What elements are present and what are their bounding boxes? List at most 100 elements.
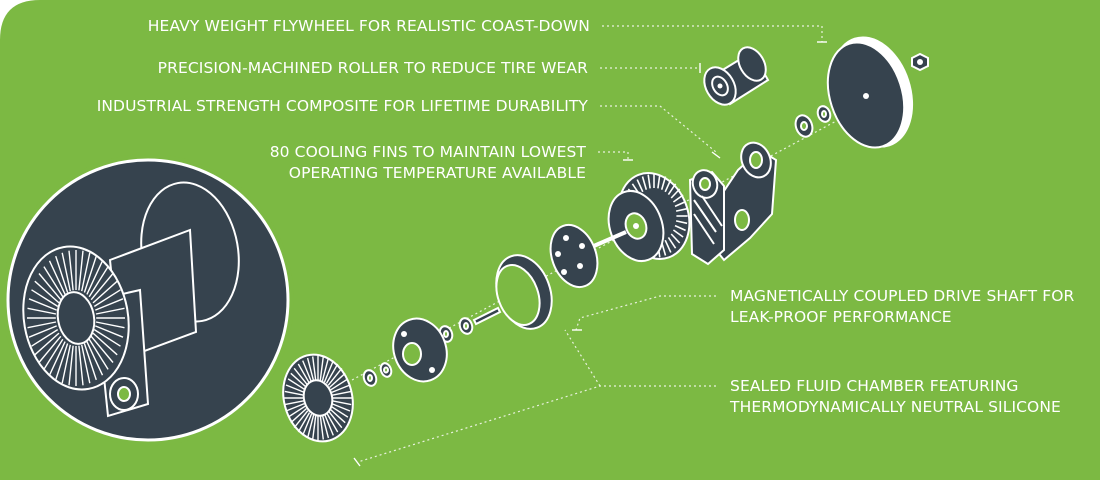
fin-stroke [92, 332, 118, 356]
fin-stroke [297, 412, 311, 433]
cooling-fin-housing [579, 172, 691, 262]
fin-stroke [329, 372, 346, 388]
fin-stroke [331, 402, 351, 412]
fin-stroke [48, 260, 66, 295]
fin-stroke [327, 410, 343, 429]
fin-stroke [81, 252, 91, 292]
frame-bracket [688, 141, 778, 266]
fin-stroke [330, 405, 349, 418]
fin-stroke [290, 372, 307, 388]
fin-stroke [68, 345, 74, 386]
leader-drive-shaft [575, 295, 716, 331]
callout-composite-line-1: INDUSTRIAL STRENGTH COMPOSITE FOR LIFETI… [96, 97, 588, 115]
fin-stroke [95, 298, 124, 311]
washers-upper [794, 105, 832, 138]
fin-stroke [78, 250, 84, 291]
callout-fluid-chamber-line-2: THERMODYNAMICALLY NEUTRAL SILICONE [730, 398, 1061, 416]
callout-drive-shaft: MAGNETICALLY COUPLED DRIVE SHAFT FOR LEA… [730, 286, 1074, 328]
fin-stroke [674, 200, 686, 208]
fin-stroke [332, 400, 352, 406]
fin-stroke [284, 400, 304, 406]
fin-stroke [321, 414, 330, 439]
fin-stroke [329, 408, 346, 424]
fin-stroke [667, 236, 677, 249]
fin-stroke [38, 273, 62, 301]
fin-stroke [86, 260, 104, 295]
flywheel [826, 36, 929, 149]
fin-stroke [306, 414, 315, 439]
rear-cap [392, 317, 448, 383]
fin-stroke [55, 255, 69, 293]
fin-stroke [34, 332, 60, 356]
leader-cooling-fins [598, 151, 629, 160]
callout-cooling-fins-line-1: 80 COOLING FINS TO MAINTAIN LOWEST [269, 143, 586, 161]
fin-stroke [675, 207, 688, 212]
fin-stroke [95, 325, 124, 338]
fin-stroke [48, 341, 66, 376]
fin-stroke [78, 345, 84, 386]
fin-stroke [664, 179, 672, 193]
fin-stroke [287, 405, 306, 418]
roller [703, 46, 770, 106]
fin-stroke [670, 233, 681, 244]
fin-stroke [83, 255, 97, 293]
fin-stroke [68, 250, 74, 291]
callout-fluid-chamber: SEALED FLUID CHAMBER FEATURING THERMODYN… [730, 376, 1061, 418]
fin-stroke [90, 273, 114, 301]
callout-roller-line-1: PRECISION-MACHINED ROLLER TO REDUCE TIRE… [157, 59, 588, 77]
fin-stroke [319, 415, 324, 440]
fin-stroke [285, 402, 305, 412]
fin-stroke [61, 344, 71, 384]
fin-stroke [331, 384, 351, 394]
fin-stroke [95, 321, 125, 329]
fin-stroke [325, 412, 339, 433]
callout-cooling-fins-line-2: OPERATING TEMPERATURE AVAILABLE [288, 164, 586, 182]
fin-stroke [38, 335, 62, 363]
fin-stroke [321, 357, 330, 382]
fin-stroke [27, 321, 57, 329]
fin-stroke [312, 415, 317, 440]
fin-stroke [302, 360, 313, 383]
fin-stroke [88, 338, 109, 370]
callout-composite: INDUSTRIAL STRENGTH COMPOSITE FOR LIFETI… [97, 96, 588, 117]
fin-stroke [287, 378, 306, 391]
fin-stroke [319, 356, 324, 381]
fin-stroke [88, 266, 109, 298]
leader-ticks [353, 41, 827, 467]
fin-stroke [93, 329, 121, 347]
fin-stroke [302, 413, 313, 436]
callout-flywheel-line-1: HEAVY WEIGHT FLYWHEEL FOR REALISTIC COAS… [147, 17, 590, 35]
fin-stroke [83, 343, 97, 381]
fin-stroke [81, 344, 91, 384]
fin-stroke [31, 329, 59, 347]
fin-stroke [27, 307, 57, 315]
leader-flywheel [602, 25, 823, 42]
fin-stroke [660, 176, 667, 190]
callout-flywheel: HEAVY WEIGHT FLYWHEEL FOR REALISTIC COAS… [148, 16, 590, 37]
assembled-unit [2, 154, 294, 446]
fin-stroke [657, 174, 661, 189]
callout-drive-shaft-line-1: MAGNETICALLY COUPLED DRIVE SHAFT FOR [730, 287, 1075, 305]
fin-stroke [672, 229, 684, 238]
fin-stroke [285, 384, 305, 394]
fin-stroke [330, 378, 349, 391]
fin-stroke [312, 356, 317, 381]
fin-stroke [667, 183, 677, 196]
fin-stroke [297, 363, 311, 384]
fin-stroke [332, 390, 352, 396]
fin-stroke [323, 360, 334, 383]
fin-stroke [647, 174, 651, 189]
washers-lower [362, 362, 393, 387]
leader-fluid-chamber-upper [564, 329, 601, 387]
fin-stroke [325, 363, 339, 384]
fin-stroke [675, 220, 688, 225]
fin-stroke [93, 289, 121, 307]
fin-stroke [327, 367, 343, 386]
fin-stroke [95, 307, 125, 315]
callout-fluid-chamber-line-1: SEALED FLUID CHAMBER FEATURING [730, 377, 1019, 395]
magnet-plate [549, 224, 599, 288]
fin-stroke [55, 343, 69, 381]
fin-cap [282, 353, 354, 443]
fin-stroke [664, 239, 672, 253]
